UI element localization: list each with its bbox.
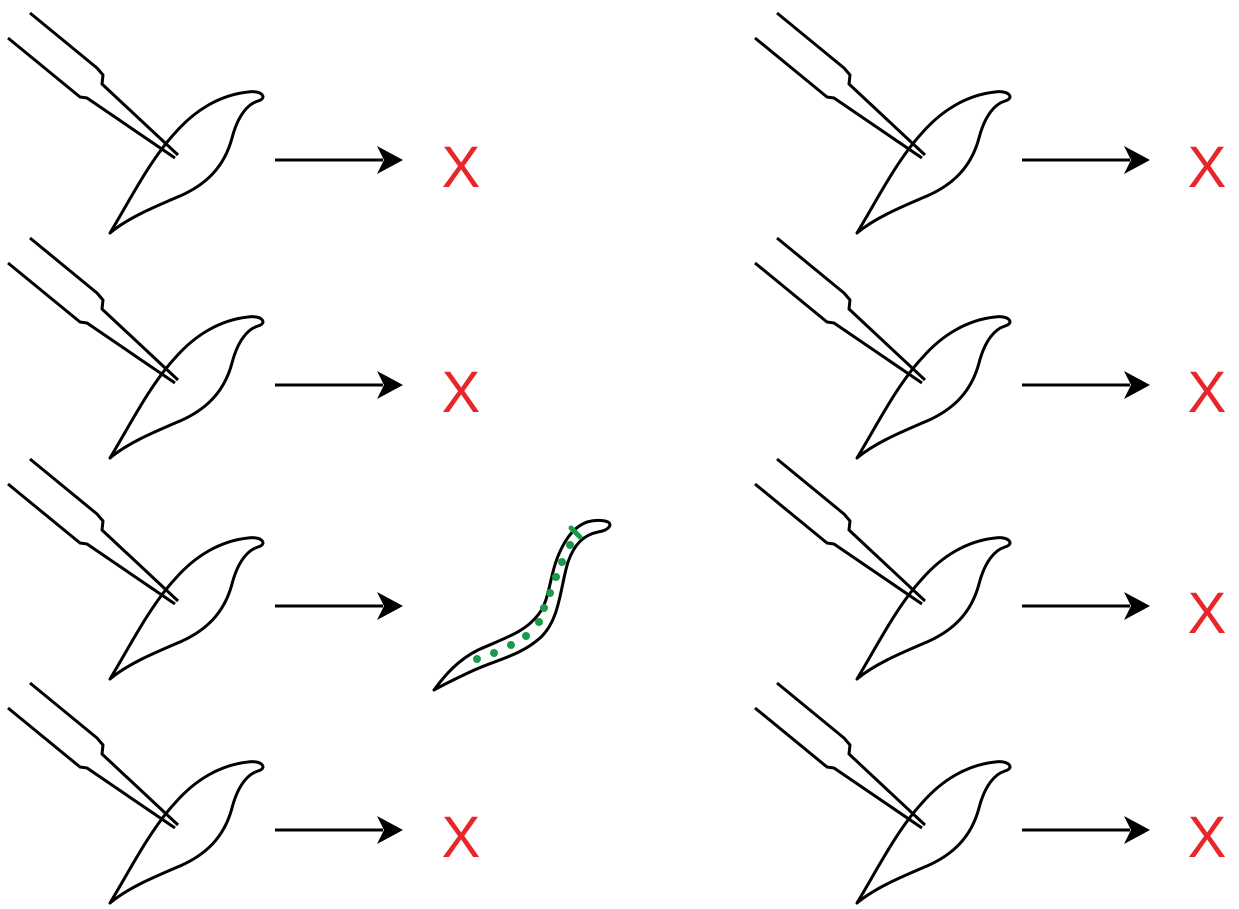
arrow-icon (1020, 814, 1152, 846)
transgenic-worm-icon (432, 518, 612, 692)
arrow-icon (273, 369, 405, 401)
injected-worm-icon (6, 11, 265, 235)
injected-worm-icon (753, 11, 1012, 235)
fail-mark: X (442, 360, 481, 425)
fail-mark: X (1188, 360, 1227, 425)
injected-worm-icon (753, 681, 1012, 905)
row-4: X X (6, 681, 1227, 905)
row-3: X (6, 457, 1227, 692)
fail-mark: X (1188, 581, 1227, 646)
fail-mark: X (442, 135, 481, 200)
arrow-icon (273, 144, 405, 176)
injected-worm-icon (6, 457, 265, 681)
arrow-icon (273, 814, 405, 846)
injected-worm-icon (6, 681, 265, 905)
transgene-markers (473, 525, 583, 663)
fail-mark: X (1188, 805, 1227, 870)
injected-worm-icon (6, 236, 265, 460)
arrow-icon (1020, 369, 1152, 401)
injected-worm-icon (753, 457, 1012, 681)
arrow-icon (1020, 590, 1152, 622)
row-1: X X (6, 11, 1227, 235)
fail-mark: X (1188, 135, 1227, 200)
row-2: X X (6, 236, 1227, 460)
fail-mark: X (442, 805, 481, 870)
arrow-icon (1020, 144, 1152, 176)
arrow-icon (273, 590, 405, 622)
injected-worm-icon (753, 236, 1012, 460)
